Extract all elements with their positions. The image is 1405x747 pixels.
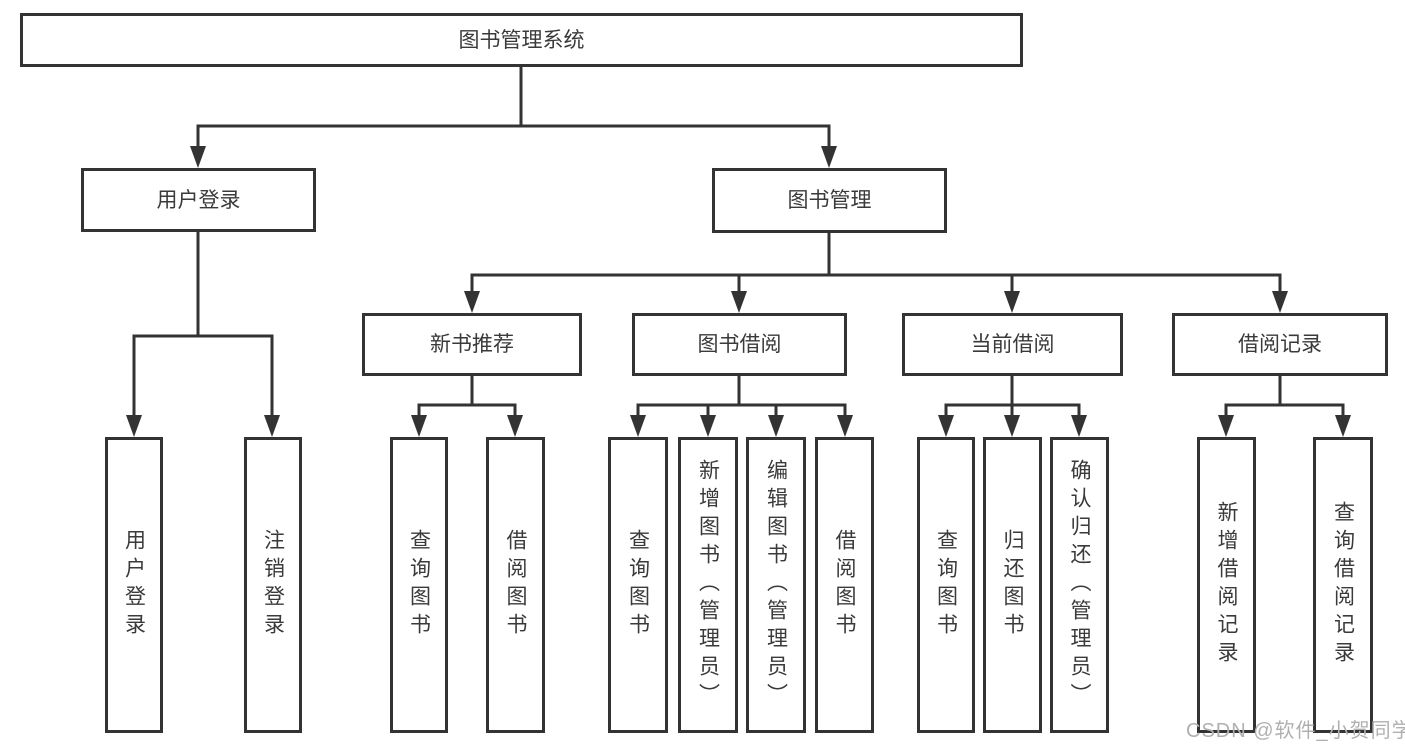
connector-book-borrow-children (630, 373, 853, 437)
leaf-user-login: 用户登录 (105, 437, 163, 733)
node-library-management-system: 图书管理系统 (20, 13, 1023, 67)
leaf-current-query-books: 查询图书 (917, 437, 975, 733)
connector-user-login-children (126, 229, 280, 437)
leaf-newbook-query-books: 查询图书 (390, 437, 448, 733)
connector-root-to-level2 (190, 64, 837, 168)
leaf-borrow-add-books-admin: 新增图书（管理员） (678, 437, 738, 733)
node-user-login: 用户登录 (81, 168, 316, 232)
leaf-borrow-edit-books-admin: 编辑图书（管理员） (746, 437, 806, 733)
connector-book-mgmt-children (464, 230, 1288, 313)
leaf-current-confirm-return-admin: 确认归还（管理员） (1050, 437, 1109, 733)
watermark: CSDN @软件_小贺同学 (1186, 720, 1405, 742)
node-book-borrow: 图书借阅 (632, 313, 847, 376)
leaf-borrow-query-books: 查询图书 (608, 437, 668, 733)
leaf-newbook-borrow-books: 借阅图书 (486, 437, 545, 733)
node-current-borrow: 当前借阅 (902, 313, 1123, 376)
node-borrow-records: 借阅记录 (1172, 313, 1388, 376)
connector-borrow-records-children (1218, 373, 1351, 437)
leaf-borrow-borrow-books: 借阅图书 (815, 437, 874, 733)
node-new-book-recommend: 新书推荐 (362, 313, 582, 376)
leaf-current-return-books: 归还图书 (983, 437, 1042, 733)
leaf-records-add-record: 新增借阅记录 (1197, 437, 1256, 733)
leaf-logout-login: 注销登录 (244, 437, 302, 733)
node-book-management: 图书管理 (712, 168, 947, 233)
connector-current-borrow-children (938, 373, 1087, 437)
leaf-records-query-record: 查询借阅记录 (1313, 437, 1373, 733)
connector-new-book-children (411, 373, 523, 437)
